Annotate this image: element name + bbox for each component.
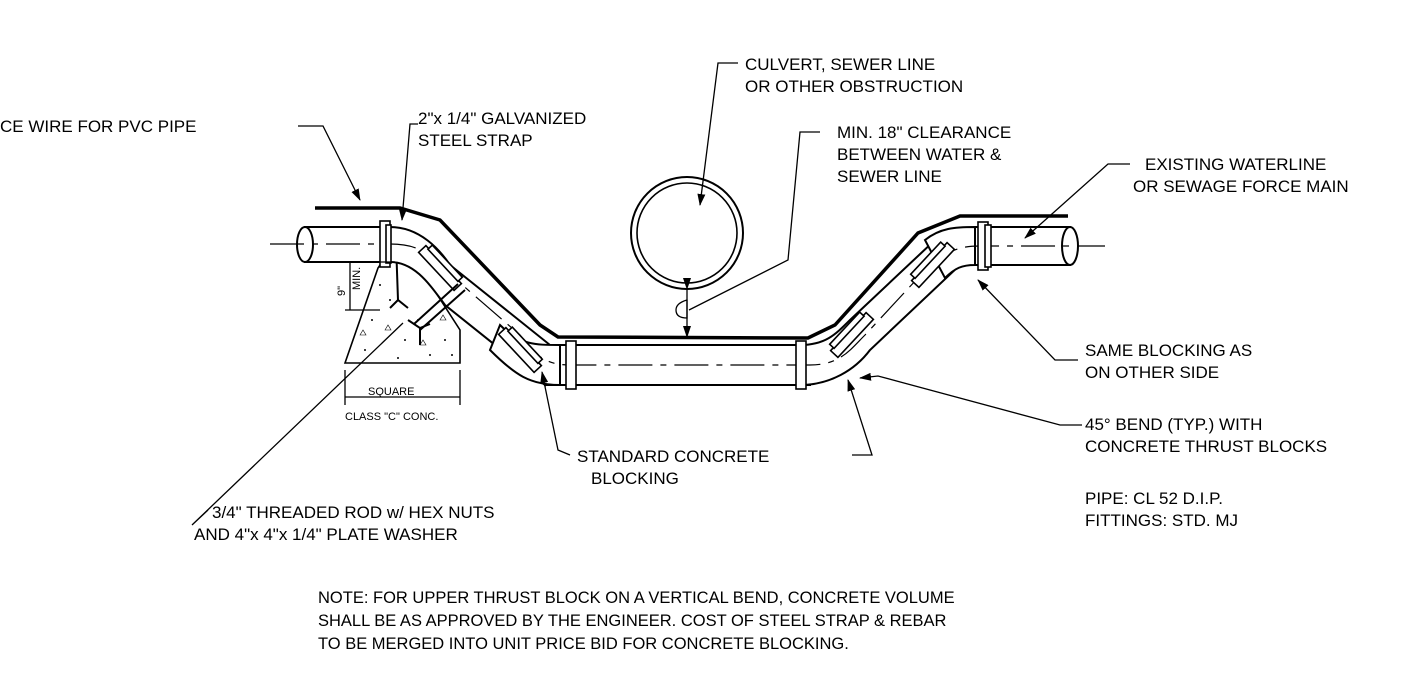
culvert-label-line1: CULVERT, SEWER LINE <box>745 55 935 74</box>
dimension-square: SQUARE CLASS "C" CONC. <box>344 370 461 423</box>
same-blocking-label-line2: ON OTHER SIDE <box>1085 363 1219 382</box>
same-blocking-label-line1: SAME BLOCKING AS <box>1085 341 1252 360</box>
culvert-pipe <box>630 176 744 290</box>
note-line3: TO BE MERGED INTO UNIT PRICE BID FOR CON… <box>318 635 849 653</box>
existing-label-line2: OR SEWAGE FORCE MAIN <box>1133 177 1349 196</box>
fittings-spec-label: FITTINGS: STD. MJ <box>1085 511 1238 530</box>
pipe-run <box>270 220 1105 390</box>
standard-blocking-label-line1: STANDARD CONCRETE <box>577 447 769 466</box>
leader-lines <box>191 62 1130 526</box>
note-line2: SHALL BE AS APPROVED BY THE ENGINEER. CO… <box>318 612 947 630</box>
dimension-9-min: 9" MIN. <box>336 261 395 311</box>
strap-label-line2: STEEL STRAP <box>418 131 533 150</box>
class-c-label: CLASS "C" CONC. <box>345 411 438 423</box>
svg-text:9": 9" <box>336 286 348 296</box>
tracer-wire-label: CE WIRE FOR PVC PIPE <box>0 117 196 136</box>
standard-blocking-label-line2: BLOCKING <box>591 469 679 488</box>
bend-label-line1: 45° BEND (TYP.) WITH <box>1085 415 1262 434</box>
clearance-label-line2: BETWEEN WATER & <box>837 145 1002 164</box>
square-label: SQUARE <box>368 386 414 398</box>
note-line1: NOTE: FOR UPPER THRUST BLOCK ON A VERTIC… <box>318 589 955 607</box>
clearance-dimension <box>675 278 691 338</box>
rod-label-line2: AND 4"x 4"x 1/4" PLATE WASHER <box>194 525 458 544</box>
existing-label-line1: EXISTING WATERLINE <box>1145 155 1326 174</box>
pipe-spec-label: PIPE: CL 52 D.I.P. <box>1085 489 1223 508</box>
clearance-label-line1: MIN. 18" CLEARANCE <box>837 123 1011 142</box>
clearance-label-line3: SEWER LINE <box>837 167 942 186</box>
rod-label-line1: 3/4" THREADED ROD w/ HEX NUTS <box>212 503 495 522</box>
strap-label-line1: 2"x 1/4" GALVANIZED <box>418 109 586 128</box>
bend-label-line2: CONCRETE THRUST BLOCKS <box>1085 437 1327 456</box>
culvert-label-line2: OR OTHER OBSTRUCTION <box>745 77 963 96</box>
svg-text:MIN.: MIN. <box>351 267 363 290</box>
